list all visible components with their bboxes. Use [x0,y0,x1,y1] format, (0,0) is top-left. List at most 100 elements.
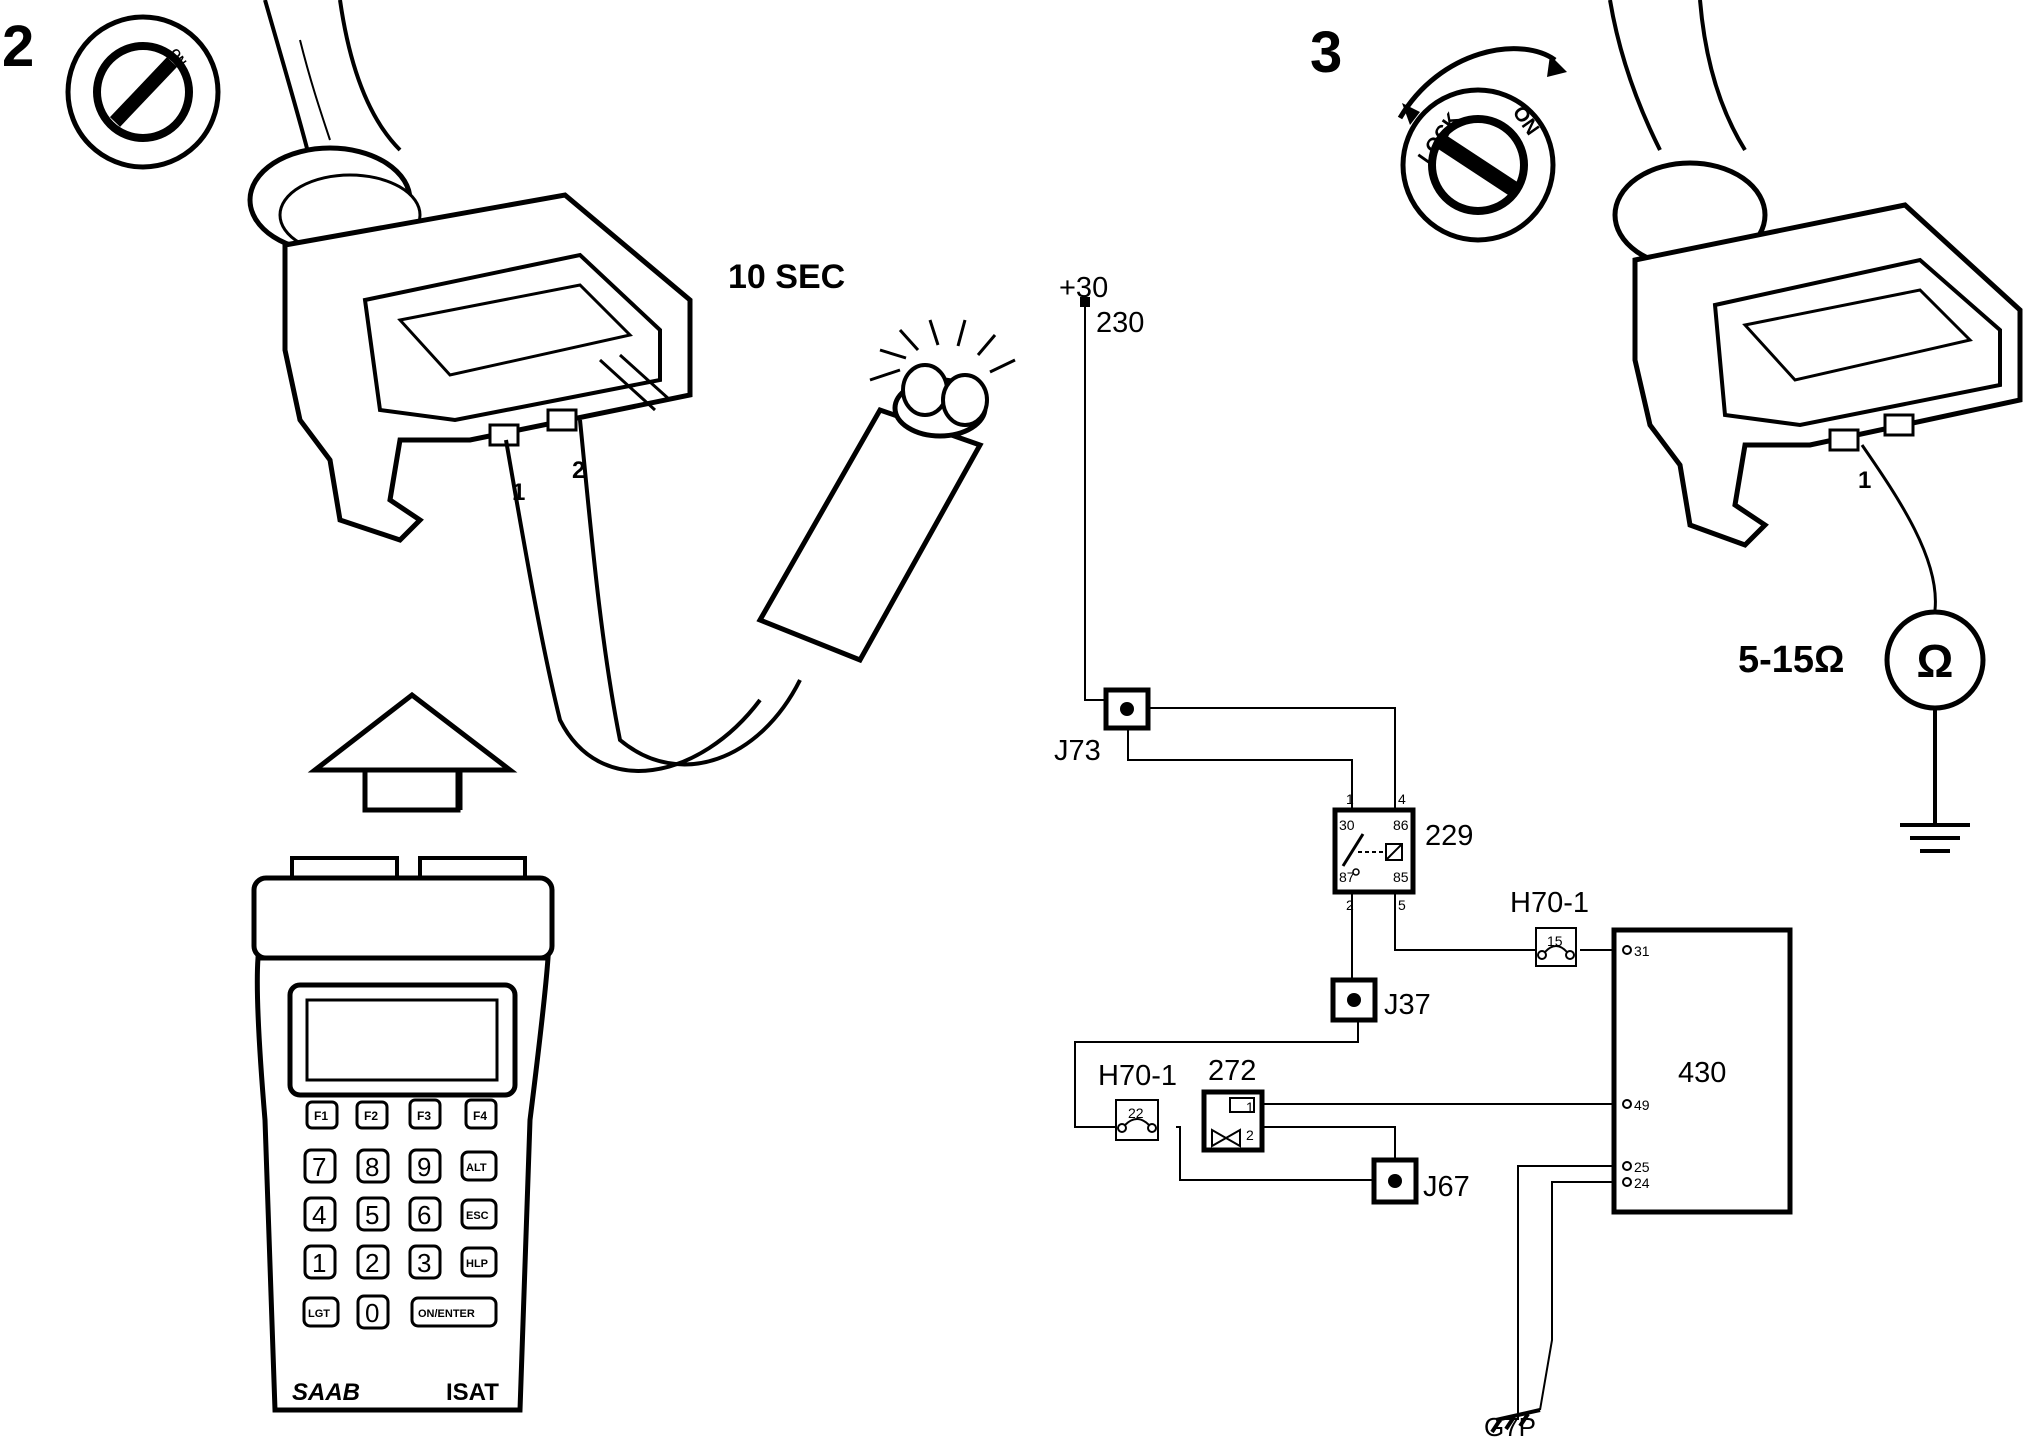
f1-key-label: F1 [314,1109,328,1123]
injector-label: 272 [1208,1055,1256,1087]
keypad-row-1: 7 8 9 ALT [303,1148,498,1184]
wiring-harness-right [1608,0,1747,152]
j73-label: J73 [1054,735,1101,767]
alt-key[interactable] [460,1150,498,1182]
lgt-key-label: LGT [308,1308,330,1320]
j37-junction: J37 [1330,977,1431,1023]
function-key-row: F1 F2 F3 F4 [305,1098,498,1130]
j73-junction: J73 [1054,687,1151,767]
j67-label: J67 [1423,1171,1470,1203]
ohmmeter-lead [1860,444,1937,611]
esc-key[interactable] [460,1198,498,1230]
ecu-label: 430 [1678,1057,1726,1089]
key-3[interactable] [408,1244,442,1280]
test-lamp-leads [504,419,802,773]
f2-key-label: F2 [364,1109,378,1123]
ground-label: G7P [1484,1412,1536,1440]
resistance-label: 5-15Ω [1738,639,1845,681]
key-2[interactable] [356,1244,390,1280]
ignition-key-lock-icon: LOCK ON [1397,46,1567,243]
key-6[interactable] [408,1196,442,1232]
h70-fuse-15: H70-1 15 [1510,887,1589,967]
h70-top-pin: 15 [1547,933,1563,949]
key-6-label: 6 [417,1200,431,1230]
h70-fuse-22: H70-1 22 [1098,1060,1177,1141]
key-1[interactable] [303,1244,337,1280]
step-3-panel: 3 LOCK ON 1 5-15Ω Ω [1310,0,2023,853]
ecu-pin-31: 31 [1634,943,1650,959]
relay-229: 30 86 87 85 1 4 2 5 229 [1332,791,1473,913]
f3-key-label: F3 [417,1109,431,1123]
keypad-row-3: 1 2 3 HLP [303,1244,498,1280]
key-7[interactable] [303,1148,337,1184]
key-4-label: 4 [312,1200,326,1230]
key-0-label: 0 [365,1298,379,1328]
key-8-label: 8 [365,1152,379,1182]
schematic-wires [1074,302,1618,1420]
j37-label: J37 [1384,989,1431,1021]
injector-pin-2: 2 [1246,1127,1254,1143]
relay-pin-87: 87 [1339,869,1355,885]
ecu-pin-25: 25 [1634,1159,1650,1175]
key-3-label: 3 [417,1248,431,1278]
relay-label: 229 [1425,820,1473,852]
key-5-label: 5 [365,1200,379,1230]
ecu-430: 430 31 49 25 24 [1611,927,1793,1215]
key-7-label: 7 [312,1152,326,1182]
f4-key-label: F4 [473,1109,487,1123]
ground-symbol-icon [1900,708,1970,853]
step-2-number: 2 [2,14,34,79]
isat-tester-device: F1 F2 F3 F4 7 8 9 ALT 4 [251,856,555,1413]
test-lamp-icon [756,319,1016,664]
j67-junction: J67 [1371,1157,1470,1205]
ecu-pin-49: 49 [1634,1097,1650,1113]
supply-label: +30 [1059,272,1108,304]
key-1-label: 1 [312,1248,326,1278]
tester-brand: SAAB [292,1379,360,1406]
step-3-number: 3 [1310,20,1342,85]
key-0[interactable] [356,1294,390,1330]
esc-key-label: ESC [466,1210,489,1222]
lgt-key[interactable] [302,1296,340,1328]
ohmmeter-icon: Ω [1884,609,1986,711]
arrow-up-shape [307,691,518,813]
relay-pin-86: 86 [1393,817,1409,833]
ignition-key-on-icon: ON [65,14,221,170]
keypad-row-4: LGT 0 ON/ENTER [302,1294,498,1330]
supply-node-label: 230 [1096,307,1144,339]
h70-bottom-label: H70-1 [1098,1060,1177,1092]
relay-terminal-2: 2 [1346,897,1354,913]
f1-key[interactable] [305,1100,339,1130]
relay-terminal-5: 5 [1398,897,1406,913]
key-8[interactable] [356,1148,390,1184]
f3-key[interactable] [408,1098,442,1130]
step-2-panel: 2 ON 1 2 10 SEC [2,0,1016,1413]
h70-bottom-pin: 22 [1128,1105,1144,1121]
on-enter-key-label: ON/ENTER [418,1308,475,1320]
connector-left-pin-2: 2 [572,457,585,484]
relay-terminal-1: 1 [1346,791,1354,807]
key-9[interactable] [408,1148,442,1184]
key-2-label: 2 [365,1248,379,1278]
keypad-row-2: 4 5 6 ESC [303,1196,498,1232]
f4-key[interactable] [464,1098,498,1130]
timing-label: 10 SEC [728,258,845,296]
relay-pin-85: 85 [1393,869,1409,885]
hlp-key-label: HLP [466,1258,488,1270]
tester-model: ISAT [446,1379,499,1406]
injector-272: 272 1 2 [1201,1055,1265,1153]
key-5[interactable] [356,1196,390,1232]
injector-connector-left: 1 2 [247,145,693,543]
hlp-key[interactable] [460,1246,498,1278]
key-4[interactable] [303,1196,337,1232]
chassis-ground-icon [1490,1408,1541,1434]
h70-top-label: H70-1 [1510,887,1589,919]
relay-terminal-4: 4 [1398,791,1406,807]
injector-pin-1: 1 [1246,1099,1254,1115]
f2-key[interactable] [355,1100,389,1130]
wiring-schematic: +30 230 J73 30 86 87 85 1 4 2 5 229 H70-… [1054,272,1793,1442]
on-enter-key[interactable] [410,1296,498,1328]
alt-key-label: ALT [466,1162,487,1174]
